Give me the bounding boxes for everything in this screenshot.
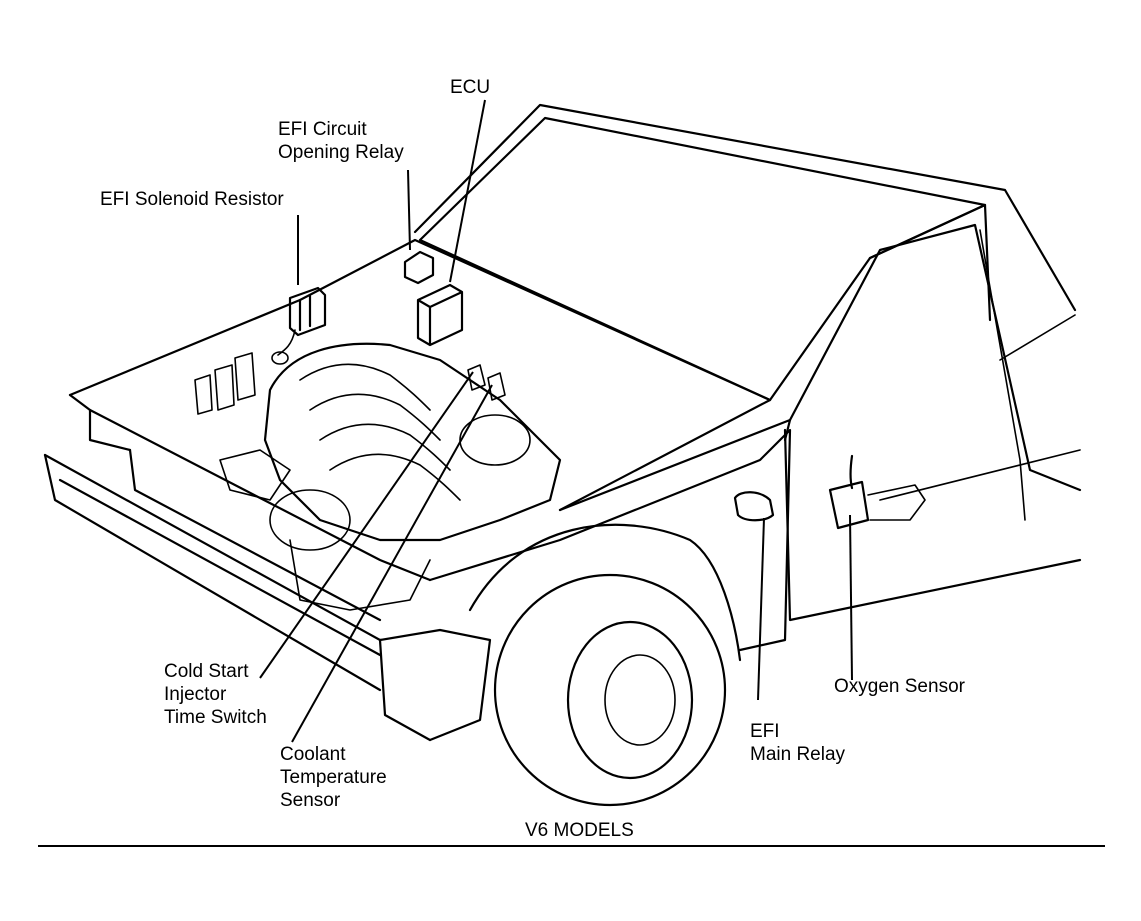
solenoid-resistor-wire [277, 329, 296, 356]
label-coolant-temperature-sensor: Coolant Temperature Sensor [280, 743, 387, 812]
door-seam [979, 229, 1026, 521]
label-line: Sensor [280, 790, 341, 811]
leader-coolant [291, 384, 493, 743]
leader-cold-start [259, 371, 474, 679]
injector-2 [214, 364, 235, 411]
exhaust-pipe [867, 484, 926, 521]
label-line: EFI [750, 721, 780, 742]
coolant-sensor-unit [487, 372, 506, 401]
label-efi-solenoid-resistor: EFI Solenoid Resistor [100, 189, 284, 210]
oxygen-sensor-unit [828, 454, 870, 530]
divider-rule [38, 845, 1105, 847]
cold-start-switch-unit [467, 364, 486, 391]
intake-runner-2 [309, 393, 441, 441]
a-pillar [868, 203, 992, 322]
label-line: Temperature [280, 767, 387, 788]
injector-1 [194, 374, 213, 415]
label-line: Opening Relay [278, 142, 404, 163]
grille-top [88, 408, 432, 582]
label-line: Main Relay [750, 744, 846, 765]
air-cleaner [269, 489, 351, 551]
label-line: Time Switch [164, 707, 267, 728]
door-outline [788, 223, 1082, 492]
cab-side [783, 428, 1082, 622]
bumper [43, 453, 382, 692]
intake-runner-4 [329, 453, 461, 501]
fan-shroud [219, 449, 291, 501]
fender-top [558, 418, 792, 512]
engine-intake-plenum [263, 342, 562, 542]
throttle-body [459, 414, 531, 466]
leader-efi-main-relay [757, 517, 765, 701]
hood-front-edge [68, 393, 132, 452]
leader-ecu [449, 99, 486, 283]
resistor-connector [271, 351, 289, 365]
intake-runner-3 [319, 423, 451, 471]
fender-side [428, 428, 792, 652]
wheel-rim [566, 620, 694, 780]
wheel-arch [468, 523, 742, 662]
engine-lower [289, 539, 431, 611]
label-efi-main-relay: EFI Main Relay [750, 720, 845, 766]
label-line: Cold Start [164, 661, 249, 682]
solenoid-resistor-unit [288, 286, 327, 337]
label-ecu: ECU [450, 77, 491, 98]
label-line: Injector [164, 684, 227, 705]
label-cold-start-injector-time-switch: Cold Start Injector Time Switch [164, 660, 267, 729]
circuit-opening-relay-unit [403, 250, 435, 285]
figure-caption: V6 MODELS [525, 820, 634, 841]
leader-efi-circuit-opening-relay [407, 169, 411, 251]
label-line: EFI Circuit [278, 119, 367, 140]
hood-outline [68, 238, 772, 512]
windshield-frame [418, 116, 987, 402]
bumper-end [378, 628, 492, 742]
tire [493, 573, 727, 807]
label-oxygen-sensor: Oxygen Sensor [834, 676, 965, 697]
wheel-hub [604, 654, 676, 746]
label-efi-circuit-opening-relay: EFI Circuit Opening Relay [278, 118, 404, 164]
side-trim [879, 449, 1081, 501]
intake-runner-1 [299, 363, 431, 411]
leader-oxygen-sensor [849, 514, 853, 681]
front-fascia [43, 453, 432, 742]
headlight [128, 448, 382, 622]
label-line: Coolant [280, 744, 346, 765]
injector-3 [234, 352, 256, 401]
cab-roof [413, 103, 1077, 312]
cab-rear-line [999, 314, 1076, 361]
efi-main-relay-unit [733, 491, 775, 522]
ecu-unit [416, 283, 464, 347]
